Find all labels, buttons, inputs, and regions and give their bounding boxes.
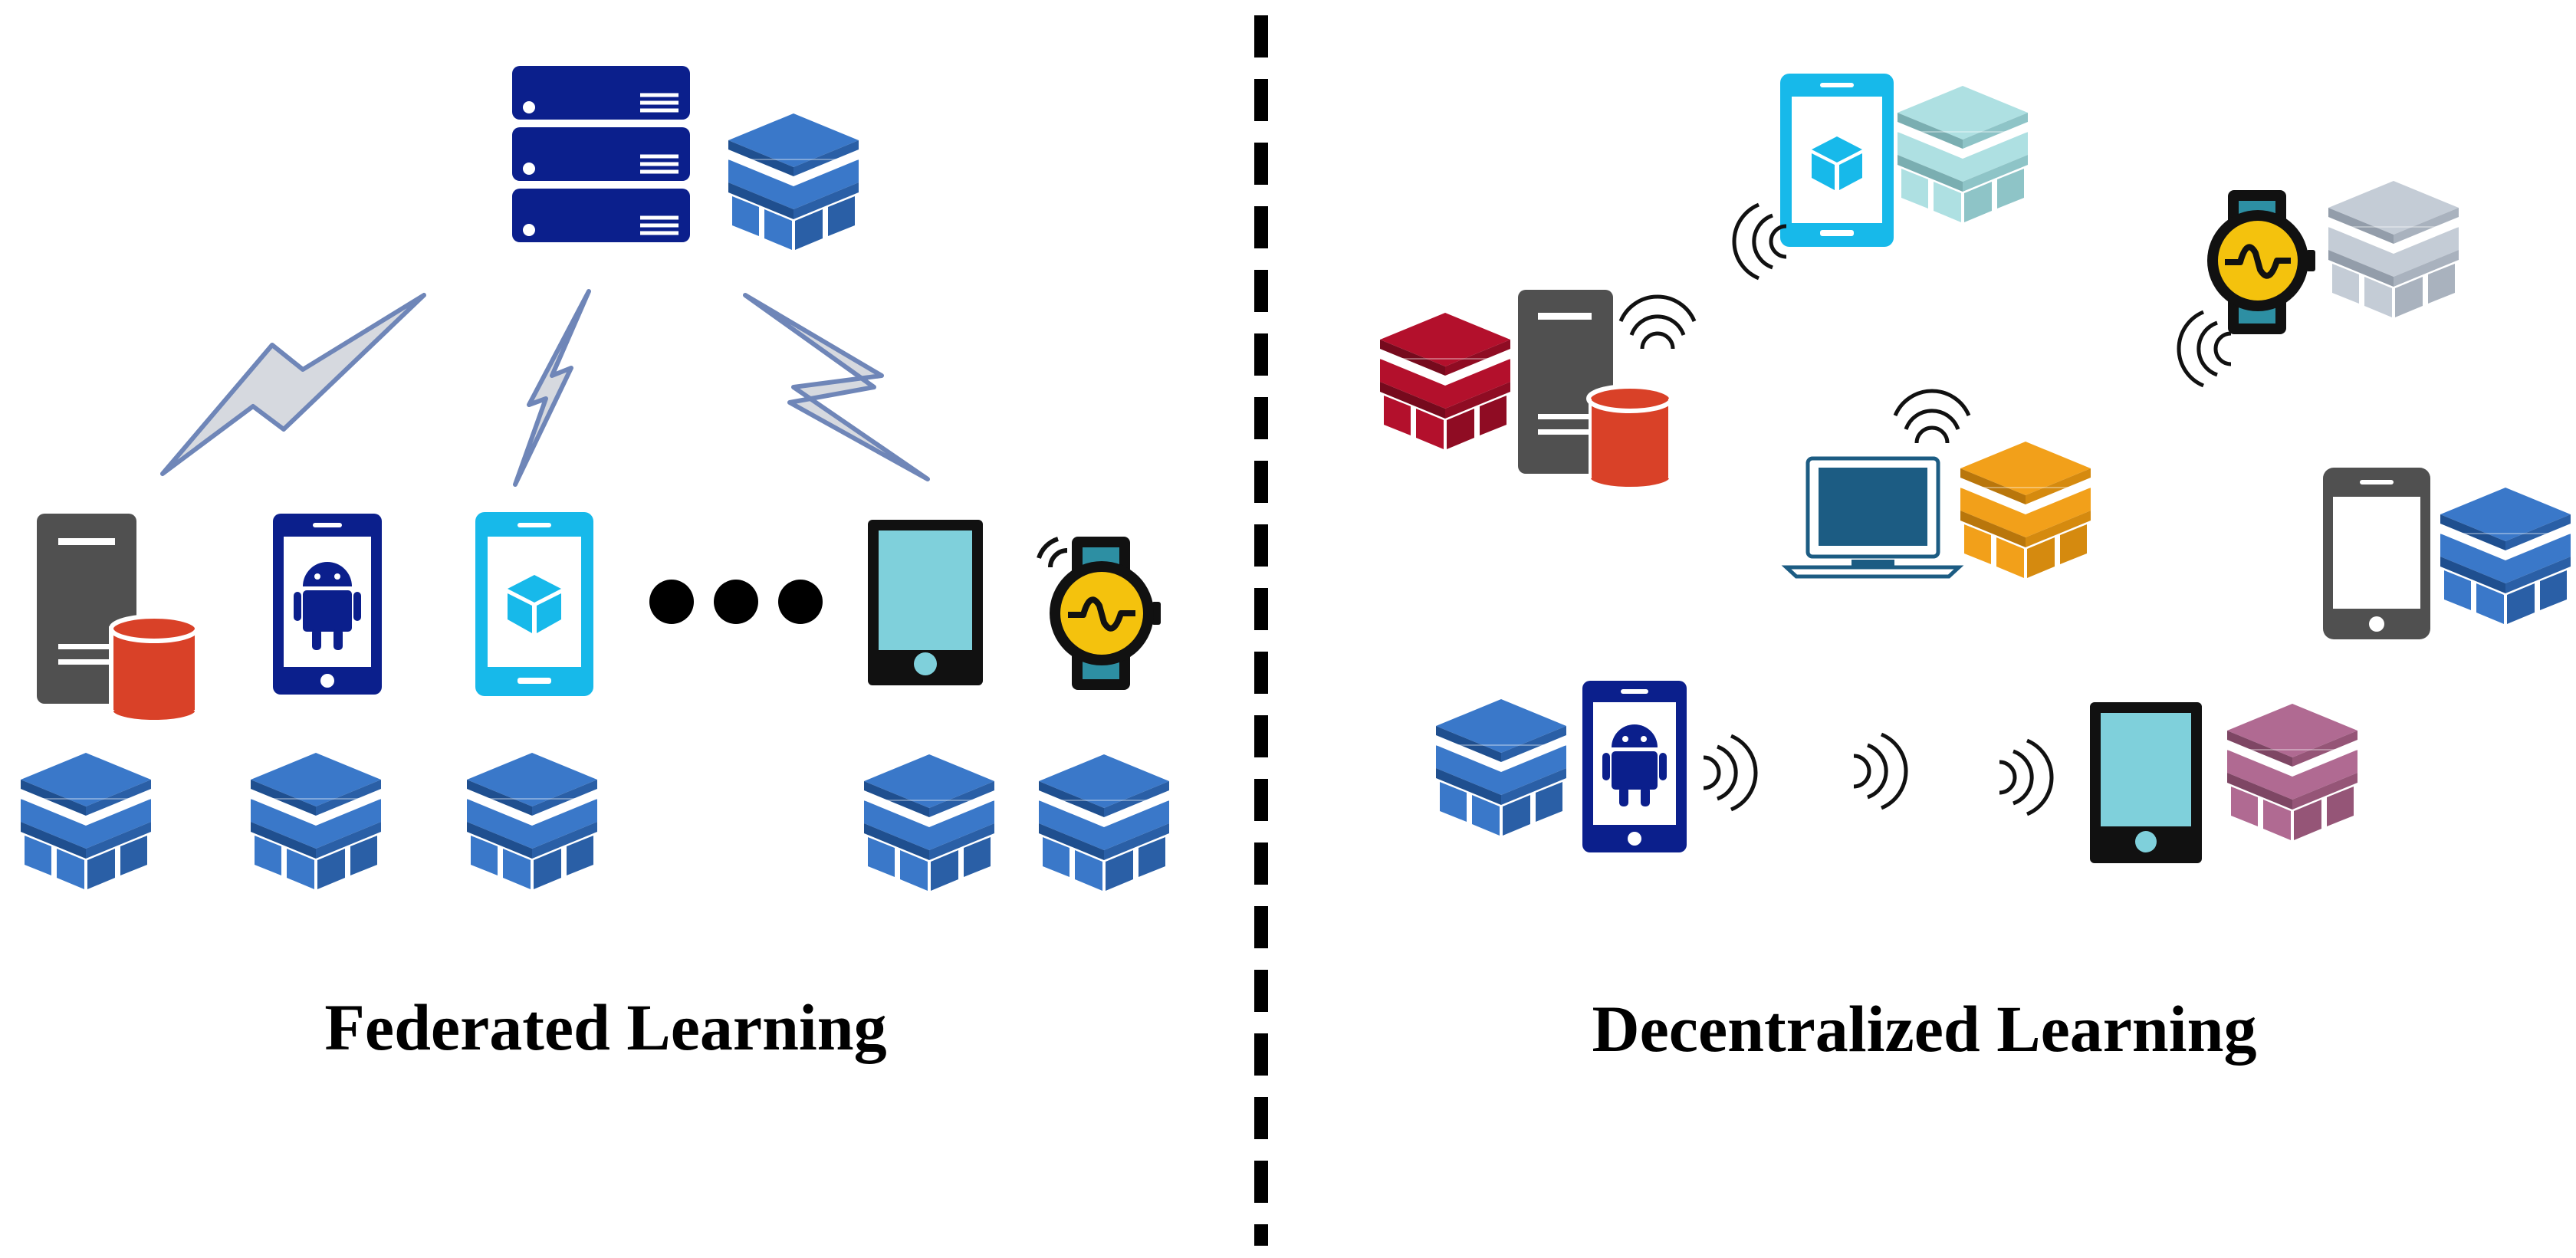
server-rack-icon <box>512 66 690 242</box>
phone-icon <box>2323 468 2430 639</box>
model-cube-icon <box>1379 312 1511 450</box>
database-icon <box>1586 384 1674 491</box>
database-icon <box>109 614 199 724</box>
decentralized-learning-label: Decentralized Learning <box>1592 992 2257 1066</box>
app-phone-icon <box>1780 74 1894 247</box>
tablet-icon <box>2090 702 2202 863</box>
client-tablet <box>863 520 995 892</box>
wireless-signal-icon <box>1704 736 1756 810</box>
model-cube-icon <box>1960 441 2091 579</box>
android-phone-icon <box>273 514 382 695</box>
model-cube-icon <box>2440 487 2571 625</box>
client-smartwatch <box>1037 537 1170 892</box>
model-cube-icon <box>728 113 859 251</box>
wireless-signal-icon <box>1895 391 1969 443</box>
laptop-icon <box>1781 456 1964 579</box>
model-cube-icon <box>1435 698 1567 836</box>
peer-smartwatch <box>2179 180 2459 386</box>
client-app-phone <box>466 512 598 890</box>
wireless-signal-icon <box>1854 734 1906 808</box>
ellipsis-dots-icon <box>649 580 823 624</box>
central-server <box>512 66 859 251</box>
peer-phone <box>2323 468 2571 639</box>
wireless-signal-icon <box>1999 741 2052 814</box>
tablet-icon <box>868 520 983 685</box>
model-cube-icon <box>863 754 995 892</box>
peer-tablet <box>2090 702 2358 863</box>
client-desktop-server <box>20 514 199 890</box>
smartwatch-icon <box>2207 190 2315 334</box>
client-android-phone <box>250 514 382 890</box>
wireless-signal-icon <box>2179 312 2231 386</box>
wireless-signal-icon <box>1621 297 1694 349</box>
lightning-bolt-icon <box>743 293 930 481</box>
peer-desktop-server <box>1379 290 1694 491</box>
model-cube-icon <box>1038 754 1170 892</box>
peer-android-phone <box>1435 681 2052 852</box>
model-cube-icon <box>20 752 152 890</box>
model-cube-icon <box>2226 703 2358 841</box>
wireless-signal-icon <box>1734 205 1786 278</box>
peer-app-phone <box>1734 74 2029 278</box>
smartwatch-icon <box>1037 537 1161 690</box>
federated-learning-label: Federated Learning <box>324 990 887 1064</box>
model-cube-icon <box>466 752 598 890</box>
model-cube-icon <box>2328 180 2459 318</box>
peer-laptop <box>1781 391 2091 579</box>
lightning-bolt-icon <box>513 289 591 487</box>
app-phone-icon <box>475 512 593 696</box>
model-cube-icon <box>250 752 382 890</box>
android-phone-icon <box>1582 681 1687 852</box>
lightning-bolt-icon <box>160 293 426 476</box>
model-cube-icon <box>1897 85 2029 223</box>
